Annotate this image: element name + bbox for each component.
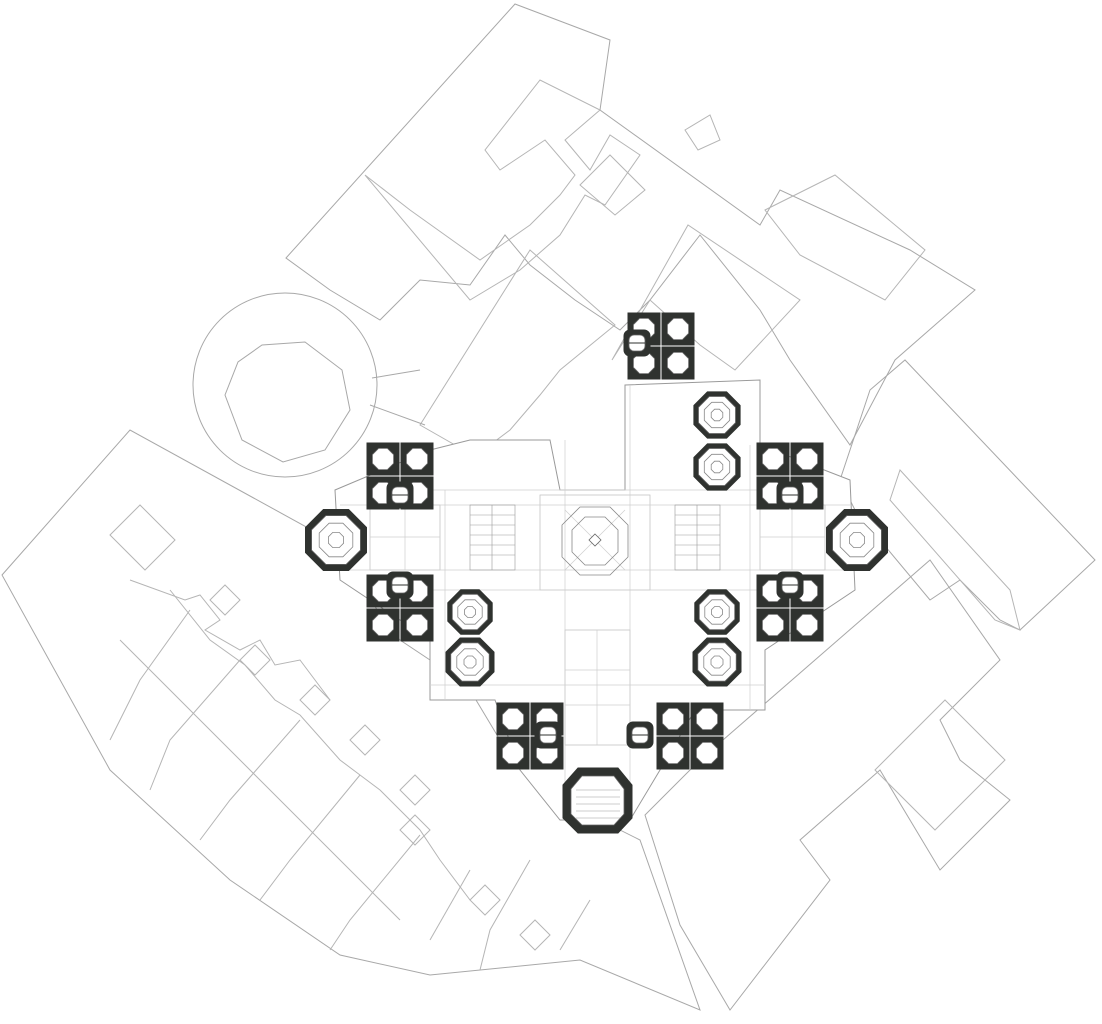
chapel-inner-ring — [703, 401, 731, 429]
tower-void — [662, 742, 684, 764]
small-block-west-6 — [399, 814, 431, 846]
west-row-1 — [129, 579, 331, 701]
tower-void — [501, 708, 524, 730]
block-east-1 — [889, 469, 1021, 631]
service-shaft — [626, 721, 654, 749]
small-block-north — [684, 114, 721, 151]
block-south-east — [874, 699, 1006, 831]
small-block-west-7 — [469, 884, 501, 916]
tower-void — [762, 447, 784, 471]
block-center-north — [611, 224, 801, 371]
south-apse — [562, 767, 633, 834]
chapel-center — [849, 532, 865, 548]
chapel-inner-ring — [703, 648, 731, 676]
west-row-4 — [109, 609, 191, 741]
service-shafts — [386, 329, 804, 749]
tower-void — [667, 317, 689, 341]
chapel-center — [711, 606, 723, 618]
chapel-se-upper — [694, 589, 740, 635]
west-row-9 — [429, 869, 471, 941]
chapel-se-lower — [692, 637, 742, 687]
west-row-11 — [559, 899, 591, 951]
chapel-interior — [311, 515, 361, 565]
tower-void — [371, 447, 395, 471]
chapel-inner-ring — [704, 599, 730, 625]
tower-void — [696, 742, 718, 764]
octagonal-chapels — [305, 391, 888, 687]
tower-void — [796, 447, 818, 471]
west-row-3 — [119, 639, 401, 921]
west-row-5 — [149, 659, 241, 791]
west-row-7 — [259, 774, 361, 901]
chapel-interior — [832, 515, 882, 565]
block-north-mid — [419, 249, 616, 461]
chapel-sw-upper — [447, 589, 493, 635]
tower-void — [796, 614, 818, 636]
chapel-center — [464, 606, 476, 618]
west-row-8 — [329, 834, 421, 951]
tower-void — [371, 614, 395, 636]
block-north-east — [764, 174, 926, 301]
small-block-west-1 — [209, 584, 241, 616]
chapel-inner-ring — [456, 648, 484, 676]
service-shaft — [623, 329, 651, 357]
small-block-west-3 — [299, 684, 331, 716]
chapel-inner-ring — [703, 453, 731, 481]
stair-east — [674, 504, 721, 571]
chapel-east — [826, 509, 888, 571]
tower-void — [696, 708, 718, 730]
parcel-north — [285, 3, 976, 446]
chapel-inner-ring — [457, 599, 483, 625]
chapel-center — [710, 655, 724, 669]
courtyard-west — [109, 504, 176, 571]
chapel-center — [710, 408, 724, 422]
south-apse-inner — [570, 775, 625, 826]
service-shaft — [386, 571, 414, 599]
west-row-10 — [479, 859, 531, 971]
rotunda-link-1 — [371, 369, 421, 379]
tower-void — [667, 351, 689, 375]
tower-void — [762, 614, 784, 636]
chapel-inner-ring — [839, 522, 875, 558]
service-shaft — [776, 571, 804, 599]
chapel-sw-lower — [445, 637, 495, 687]
rotunda-link-2 — [369, 404, 426, 426]
service-shaft — [776, 481, 804, 509]
small-block-west-8 — [519, 919, 551, 951]
chapel-inner-ring — [318, 522, 354, 558]
chapel-center — [710, 460, 724, 474]
service-shaft — [386, 481, 414, 509]
tower-cluster — [656, 702, 724, 770]
tower-void — [501, 742, 524, 764]
central-dome-inner — [571, 516, 619, 566]
tower-void — [405, 614, 429, 636]
tower-void — [662, 708, 684, 730]
chapel-north-lower — [693, 443, 741, 491]
central-dome-lantern — [588, 533, 602, 547]
tower-void — [405, 447, 429, 471]
central-dome-octagon — [561, 506, 629, 576]
parcel-east — [839, 359, 1096, 631]
chapel-west — [305, 509, 367, 571]
chapel-center — [327, 532, 345, 548]
central-dome — [561, 506, 629, 576]
small-block-west-5 — [399, 774, 431, 806]
west-row-6 — [199, 719, 301, 841]
courtyard-north — [579, 154, 646, 216]
small-block-west-2 — [239, 644, 271, 676]
chapel-north-upper — [693, 391, 741, 439]
small-block-west-4 — [349, 724, 381, 756]
rotunda-octagon — [224, 341, 351, 463]
chapel-center — [463, 655, 477, 669]
parcel-south-east — [644, 559, 1011, 1011]
building-block-north-1 — [364, 79, 641, 301]
rotunda-circle — [192, 292, 378, 478]
service-shaft — [534, 721, 562, 749]
stair-west — [469, 504, 516, 571]
tower-void — [633, 351, 655, 375]
